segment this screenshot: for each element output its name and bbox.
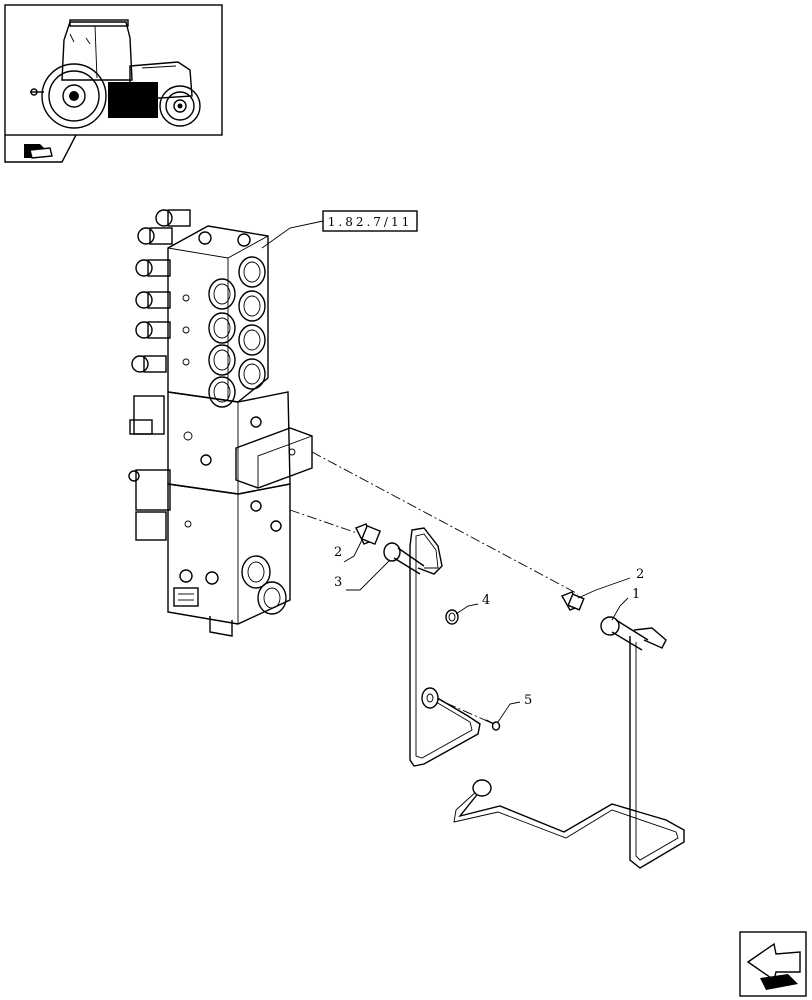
callout-4: 4 xyxy=(455,593,490,615)
callout-5: 5 xyxy=(497,693,532,723)
valve-block-assembly xyxy=(128,209,313,637)
callout-3: 3 xyxy=(334,559,391,591)
next-page-arrow-icon[interactable] xyxy=(739,931,807,997)
adapter-fitting-right xyxy=(560,591,585,611)
svg-text:1: 1 xyxy=(632,587,640,602)
svg-text:3: 3 xyxy=(334,575,342,590)
o-ring-part xyxy=(445,609,459,625)
alignment-lines xyxy=(289,451,579,725)
solenoid-stack xyxy=(131,209,191,373)
section-symbol-icon xyxy=(4,134,77,163)
callout-1: 1 xyxy=(611,587,640,621)
pipe-left xyxy=(383,527,481,767)
reference-label: 1.82.7/11 xyxy=(328,215,412,229)
pipe-right xyxy=(453,616,685,869)
svg-text:4: 4 xyxy=(482,593,490,608)
adapter-fitting-left xyxy=(355,523,382,546)
screw-part xyxy=(485,719,501,731)
callout-2-right: 2 xyxy=(577,567,644,599)
tractor-thumbnail-icon xyxy=(4,4,223,136)
svg-text:2: 2 xyxy=(636,567,644,582)
svg-text:2: 2 xyxy=(334,545,342,560)
reference-box: 1.82.7/11 xyxy=(261,210,418,249)
coupler-grid xyxy=(208,256,266,408)
svg-text:5: 5 xyxy=(524,693,532,708)
callout-2-left: 2 xyxy=(334,539,363,563)
